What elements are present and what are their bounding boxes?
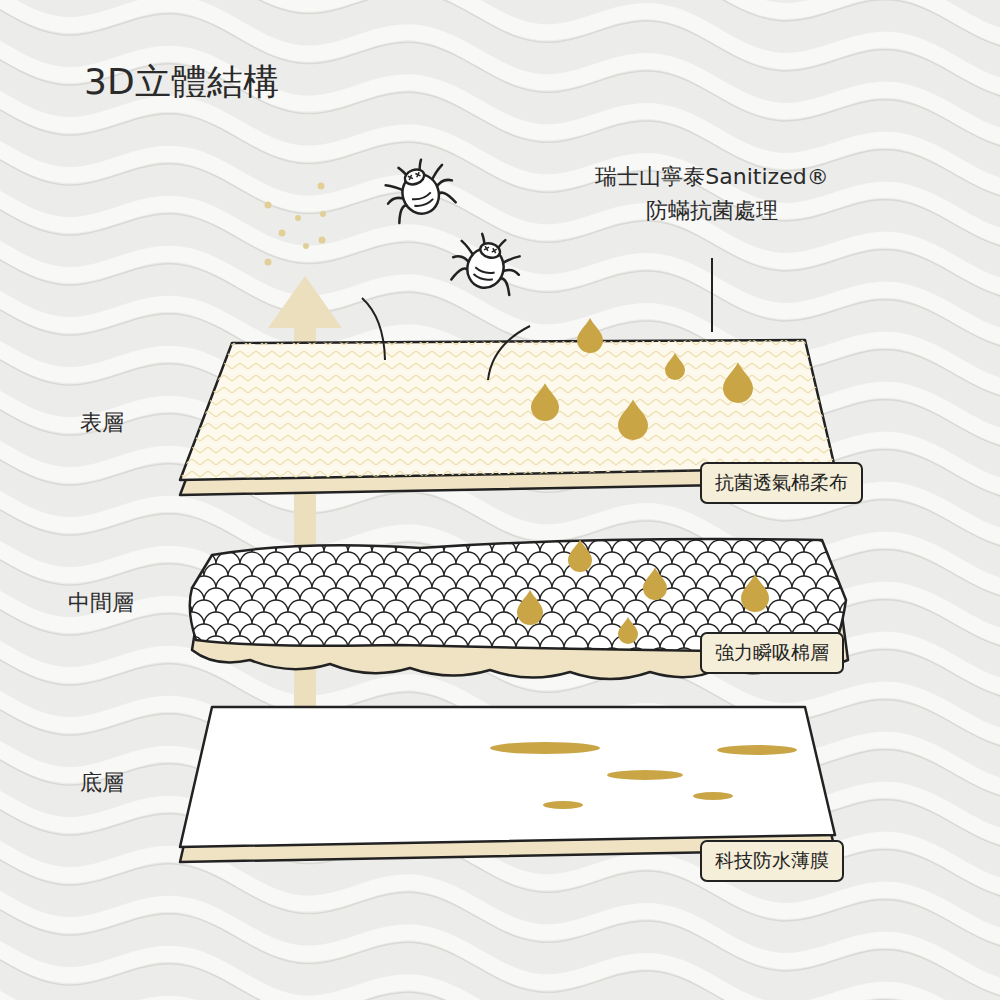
- dots: [265, 183, 327, 266]
- label-tag: 強力瞬吸棉層: [700, 632, 844, 674]
- tag-text: 抗菌透氣棉柔布: [715, 470, 848, 496]
- leader-lines: [362, 258, 712, 380]
- tag-text: 科技防水薄膜: [715, 848, 829, 874]
- label-tag: 科技防水薄膜: [700, 840, 844, 882]
- layer-name: 中間層: [68, 588, 134, 618]
- layer-name: 底層: [80, 768, 124, 798]
- bottom-layer: [180, 707, 835, 862]
- water-stains: [490, 742, 797, 809]
- dust-mites: [378, 152, 527, 296]
- diagram-title: 3D立體結構: [84, 58, 279, 107]
- middle-layer: [168, 528, 876, 679]
- callout-label: 瑞士山寧泰Sanitized® 防蟎抗菌處理: [567, 160, 857, 228]
- label-tag: 抗菌透氣棉柔布: [700, 462, 863, 504]
- layer-name: 表層: [80, 408, 124, 438]
- tag-text: 強力瞬吸棉層: [715, 640, 829, 666]
